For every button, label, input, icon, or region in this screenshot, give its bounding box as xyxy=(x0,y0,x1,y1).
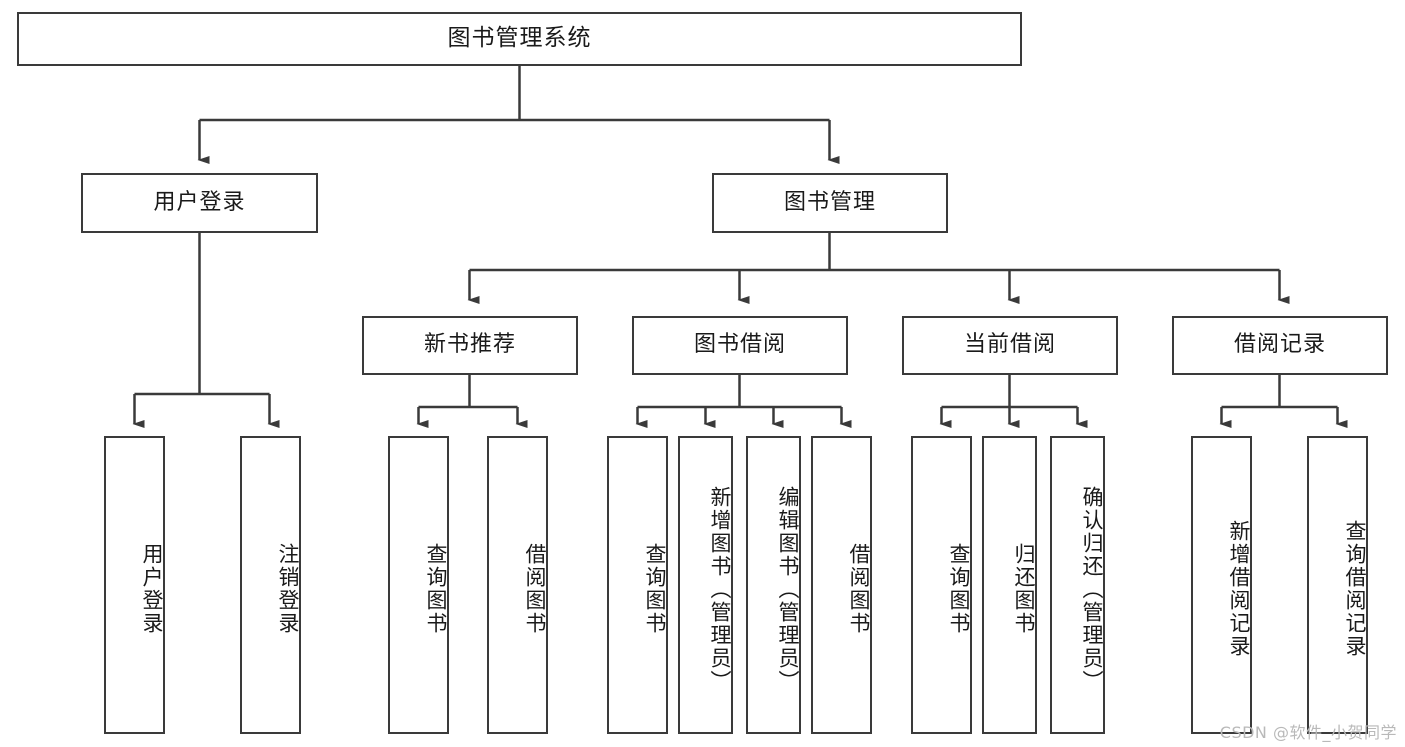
node-label: 用户登录 xyxy=(140,543,164,635)
leaf-user-logout[interactable]: 注销登录 xyxy=(240,436,301,734)
leaf-record-add-borrow-record[interactable]: 新增借阅记录 xyxy=(1191,436,1252,734)
leaf-current-query-book[interactable]: 查询图书 xyxy=(911,436,972,734)
node-book-borrow[interactable]: 图书借阅 xyxy=(632,316,848,375)
node-label: 图书管理系统 xyxy=(447,25,592,52)
leaf-recommend-query-book[interactable]: 查询图书 xyxy=(388,436,449,734)
node-book-management[interactable]: 图书管理 xyxy=(712,173,948,233)
node-new-book-recommend[interactable]: 新书推荐 xyxy=(362,316,578,375)
node-label: 编辑图书（管理员） xyxy=(776,485,800,693)
leaf-current-return-book[interactable]: 归还图书 xyxy=(982,436,1037,734)
node-label: 查询图书 xyxy=(947,543,971,635)
node-label: 查询图书 xyxy=(643,543,667,635)
node-label: 新增借阅记录 xyxy=(1227,520,1251,658)
node-root-book-management-system[interactable]: 图书管理系统 xyxy=(17,12,1022,66)
leaf-borrow-borrow-book[interactable]: 借阅图书 xyxy=(811,436,872,734)
watermark-csdn: CSDN @软件_小贺同学 xyxy=(1219,723,1397,742)
node-label: 借阅图书 xyxy=(847,543,871,635)
node-user-login[interactable]: 用户登录 xyxy=(81,173,318,233)
leaf-recommend-borrow-book[interactable]: 借阅图书 xyxy=(487,436,548,734)
node-label: 查询图书 xyxy=(424,543,448,635)
node-label: 借阅图书 xyxy=(523,543,547,635)
node-label: 图书借阅 xyxy=(693,332,786,358)
node-label: 注销登录 xyxy=(276,543,300,635)
node-label: 查询借阅记录 xyxy=(1343,520,1367,658)
leaf-borrow-add-book-admin[interactable]: 新增图书（管理员） xyxy=(678,436,733,734)
leaf-borrow-query-book[interactable]: 查询图书 xyxy=(607,436,668,734)
leaf-current-confirm-return-admin[interactable]: 确认归还（管理员） xyxy=(1050,436,1105,734)
leaf-record-query-borrow-record[interactable]: 查询借阅记录 xyxy=(1307,436,1368,734)
node-label: 新书推荐 xyxy=(423,332,516,358)
node-label: 确认归还（管理员） xyxy=(1080,485,1104,693)
node-borrow-record[interactable]: 借阅记录 xyxy=(1172,316,1388,375)
node-label: 借阅记录 xyxy=(1233,332,1326,358)
node-label: 用户登录 xyxy=(153,189,246,215)
node-label: 当前借阅 xyxy=(963,332,1056,358)
node-label: 图书管理 xyxy=(783,189,876,215)
node-label: 新增图书（管理员） xyxy=(708,485,732,693)
leaf-borrow-edit-book-admin[interactable]: 编辑图书（管理员） xyxy=(746,436,801,734)
node-current-borrow[interactable]: 当前借阅 xyxy=(902,316,1118,375)
leaf-user-login[interactable]: 用户登录 xyxy=(104,436,165,734)
node-label: 归还图书 xyxy=(1012,543,1036,635)
